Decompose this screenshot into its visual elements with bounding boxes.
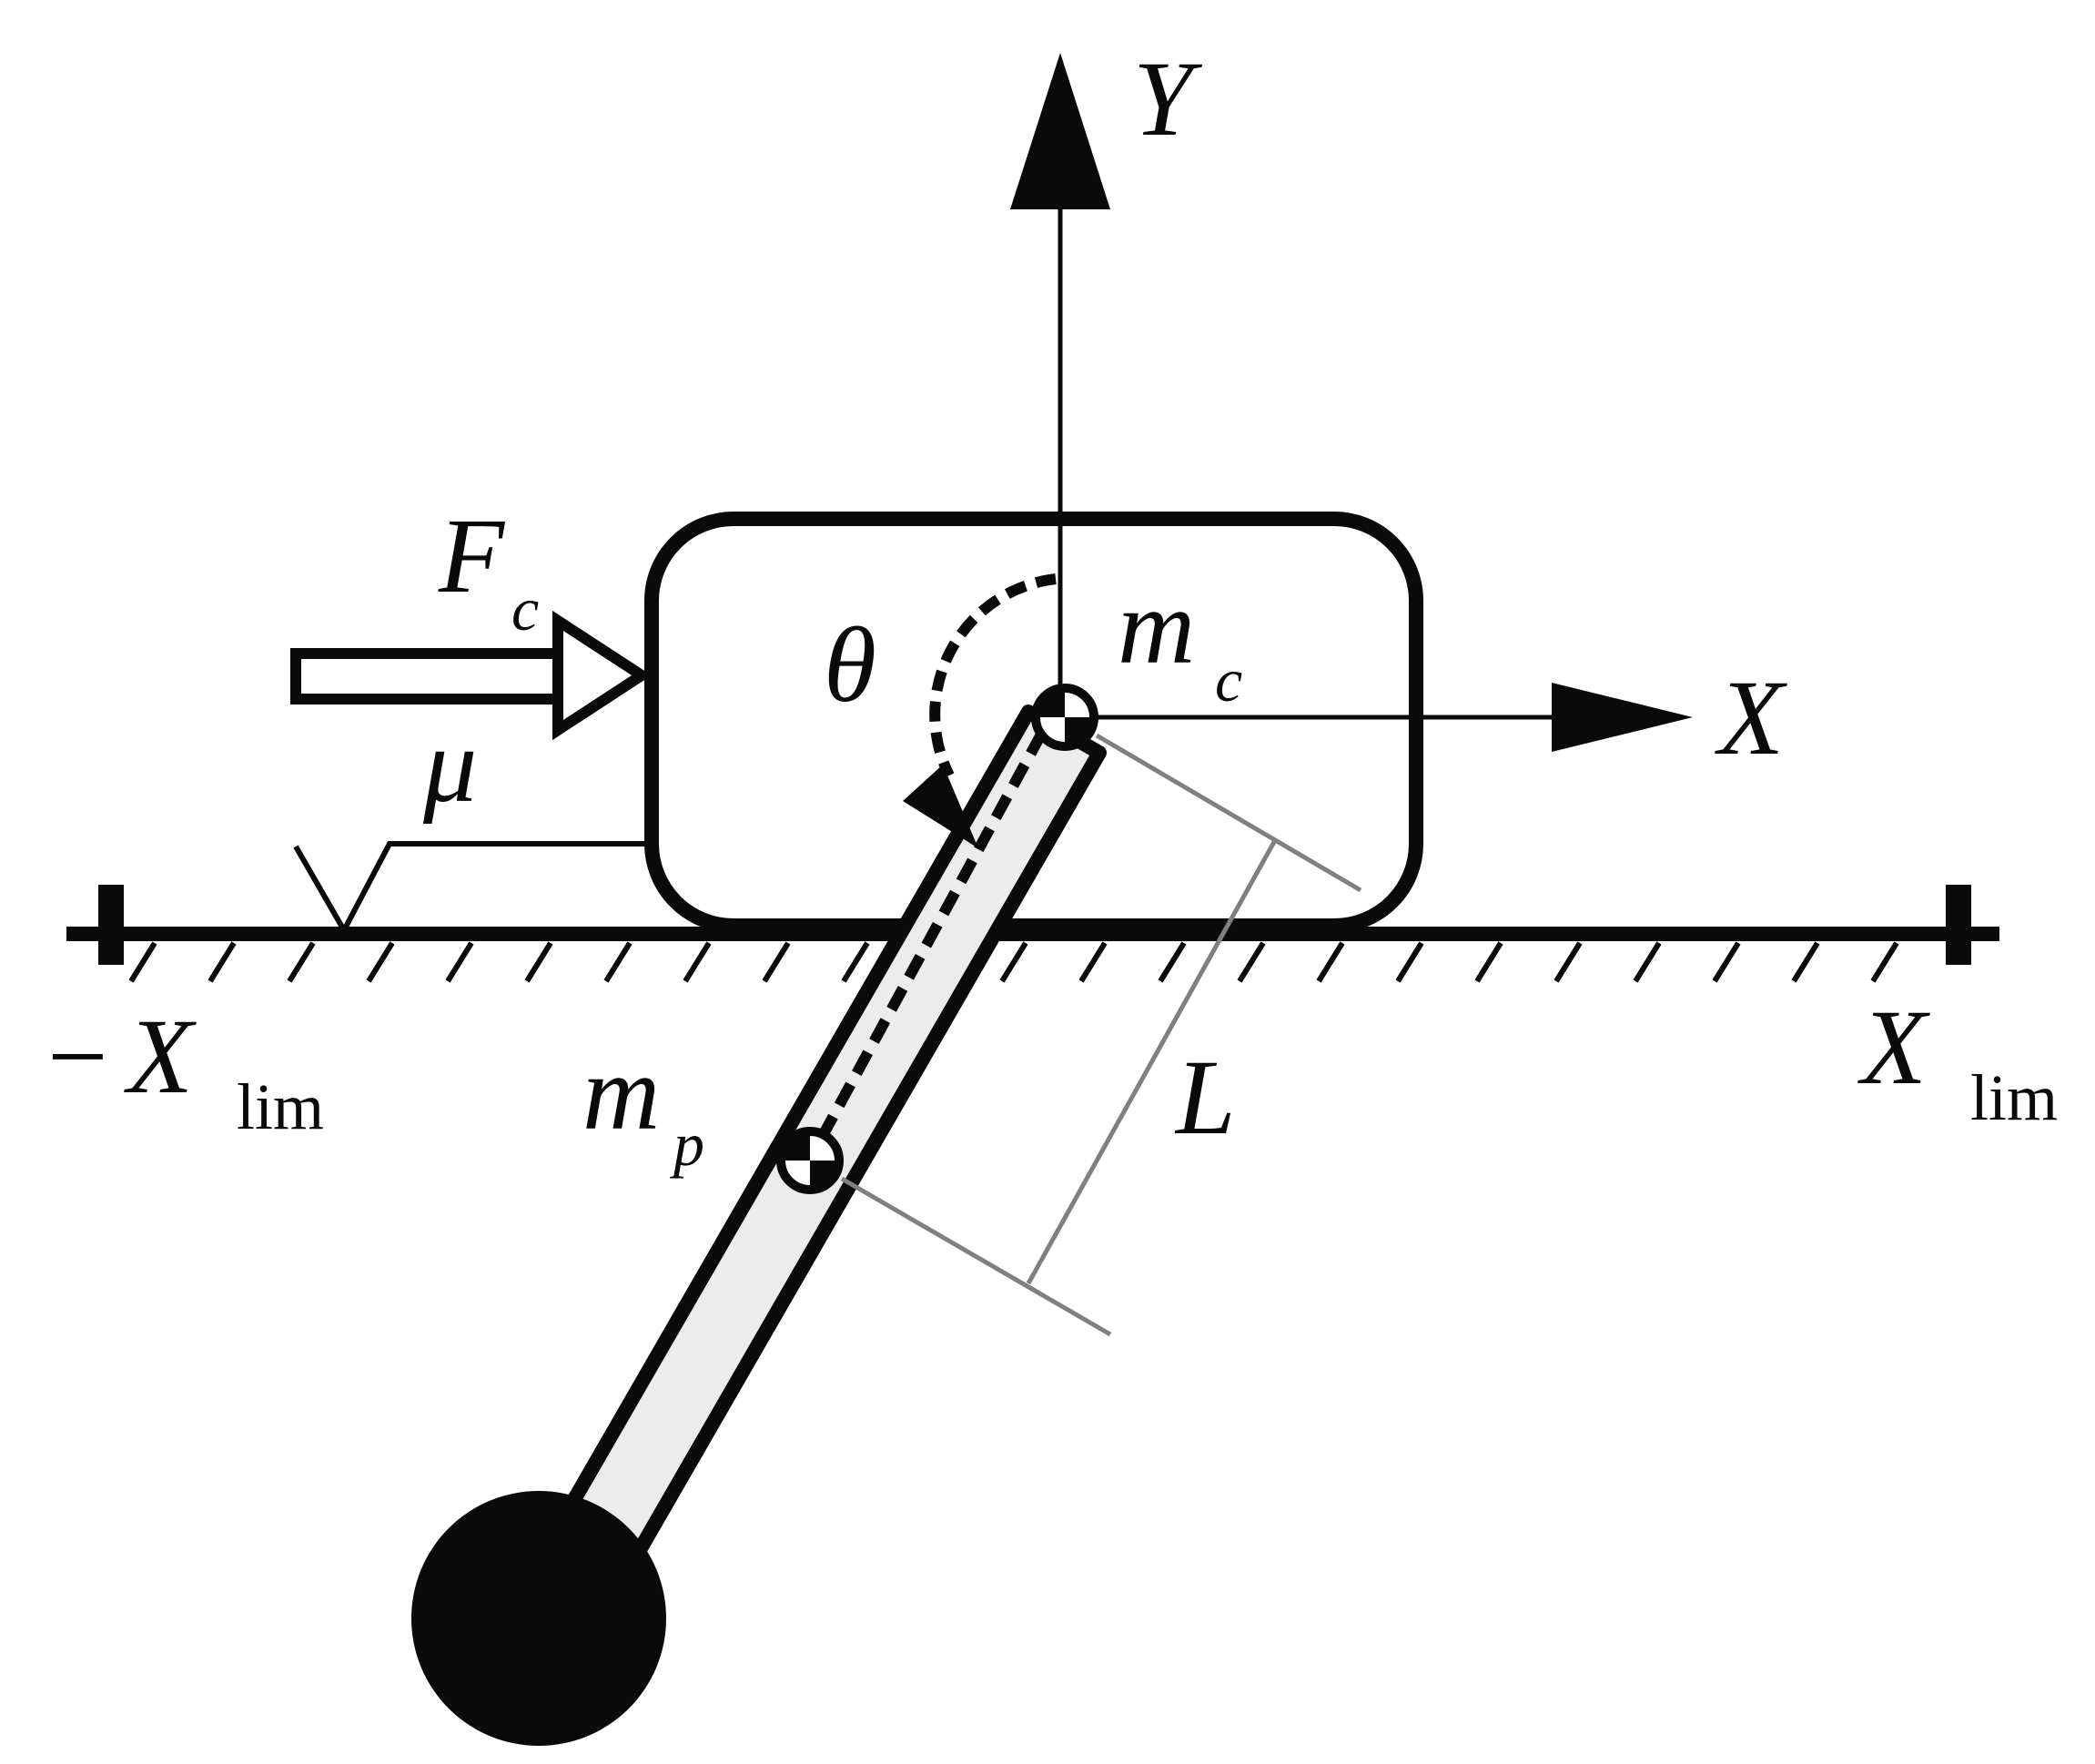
length-label: L (1174, 1038, 1236, 1157)
length-dimension (840, 733, 1362, 1337)
ground-hatch (366, 941, 395, 983)
ground-hatch (1554, 941, 1583, 983)
ground-hatching (128, 941, 1899, 983)
force-arrow-head (552, 610, 652, 741)
ground-hatch (603, 941, 633, 983)
ground-hatch (1158, 941, 1187, 983)
force-arrow-shaft (290, 648, 563, 705)
left-limit-sign: − (47, 997, 108, 1116)
ground-hatch (1633, 941, 1662, 983)
ground-hatch (762, 941, 791, 983)
left-limit-label: − X lim (47, 997, 324, 1143)
force-label-subscript: c (511, 574, 539, 644)
friction-label: μ (422, 705, 477, 825)
angle-label: θ (824, 605, 876, 725)
ground-hatch (683, 941, 712, 983)
angle-arc (929, 573, 1057, 778)
ground-hatch (841, 941, 870, 983)
y-axis: Y (1010, 39, 1203, 710)
ground-hatch (1870, 941, 1899, 983)
force-arrow: F c (290, 496, 652, 741)
ground-hatch (524, 941, 553, 983)
ground-hatch (1791, 941, 1820, 983)
pendulum-center-of-mass (776, 1127, 844, 1194)
pendulum-mass-subscript: p (670, 1110, 704, 1179)
y-axis-arrowhead (1010, 53, 1110, 209)
dimension-extension-top (1095, 733, 1362, 893)
pendulum-bob (411, 1491, 666, 1746)
ground-hatch (1316, 941, 1345, 983)
pendulum-mass-label: m (582, 1033, 660, 1152)
left-limit-subscript: lim (237, 1070, 324, 1143)
left-limit-symbol: X (124, 997, 197, 1116)
friction-symbol (293, 841, 649, 937)
right-limit-stop (1946, 885, 1971, 965)
angle-arrowhead (903, 765, 978, 848)
right-limit-label: X lim (1857, 988, 2058, 1134)
ground-hatch (445, 941, 474, 983)
ground-hatch (1078, 941, 1108, 983)
ground-hatch (128, 941, 157, 983)
left-limit-stop (98, 885, 124, 965)
x-axis-arrowhead (1552, 683, 1693, 752)
x-axis: X (1097, 658, 1787, 777)
ground-hatch (1237, 941, 1266, 983)
dimension-extension-bottom (840, 1176, 1112, 1337)
ground-hatch (1712, 941, 1741, 983)
angle-indicator: θ (824, 573, 1057, 848)
ground-hatch (1395, 941, 1424, 983)
ground-hatch (1474, 941, 1503, 983)
dimension-line (1026, 840, 1277, 1285)
right-limit-subscript: lim (1970, 1061, 2058, 1134)
ground-hatch (207, 941, 237, 983)
ground-hatch (999, 941, 1028, 983)
ground-track (66, 885, 1999, 983)
cart-center-of-mass (1031, 684, 1098, 751)
force-label: F (438, 496, 506, 615)
cart-mass-label: m (1118, 567, 1195, 686)
y-axis-label: Y (1133, 39, 1203, 158)
right-limit-symbol: X (1857, 988, 1930, 1107)
ground-hatch (287, 941, 316, 983)
x-axis-label: X (1715, 658, 1787, 777)
rod-centerline (819, 730, 1048, 1135)
cart-mass-subscript: c (1215, 645, 1242, 715)
